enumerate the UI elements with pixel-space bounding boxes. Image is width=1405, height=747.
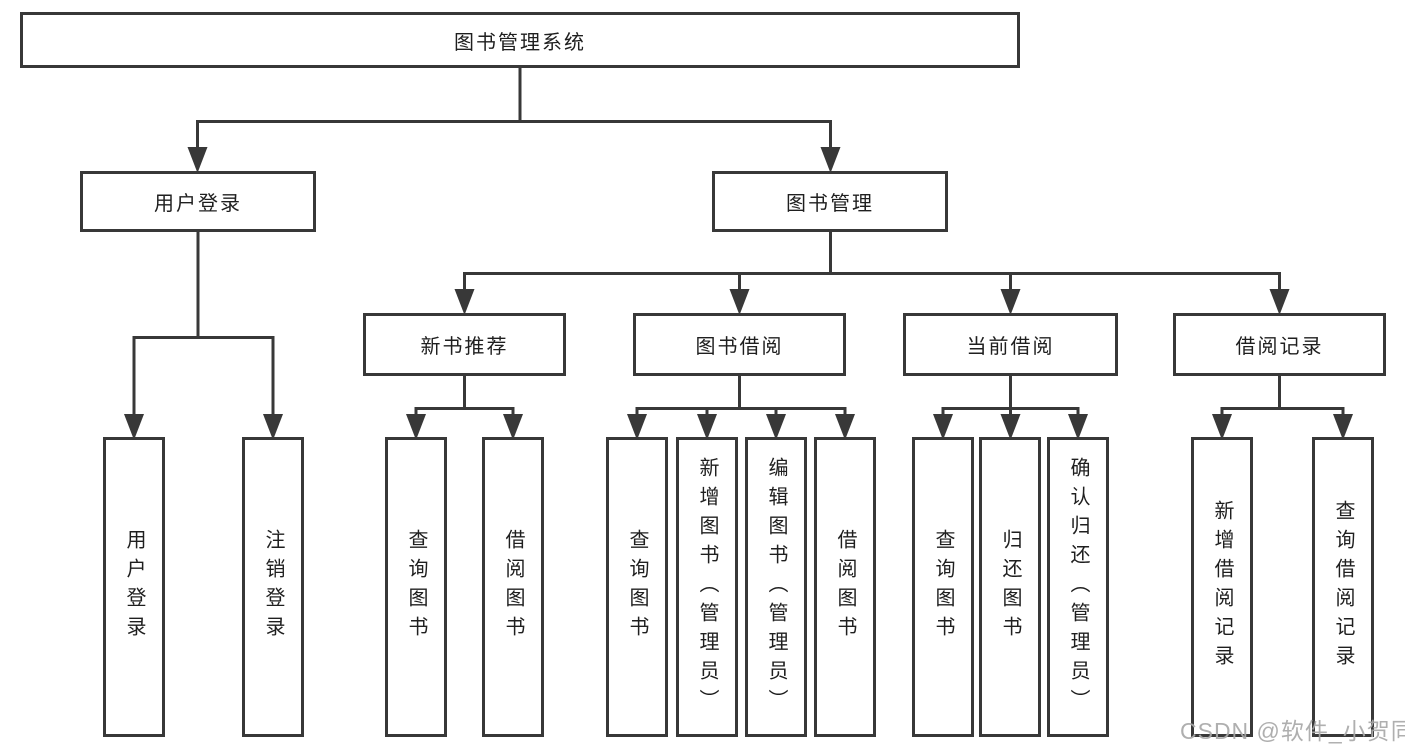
- connector-paths: [132, 66, 1345, 416]
- node-user-login: 用户登录: [80, 171, 316, 232]
- node-label: 当前借阅: [966, 336, 1055, 358]
- node-leaf-bb-borrow-books: 借阅图书: [814, 437, 876, 737]
- node-leaf-user-login: 用户登录: [103, 437, 165, 737]
- node-leaf-cb-query-books: 查询图书: [912, 437, 974, 737]
- node-label: 借阅记录: [1235, 336, 1324, 358]
- node-book-borrow: 图书借阅: [633, 313, 846, 376]
- node-label: 借阅图书: [834, 529, 856, 645]
- node-label: 用户登录: [123, 529, 145, 645]
- node-leaf-nb-query-books: 查询图书: [385, 437, 447, 737]
- node-leaf-bb-add-books-admin: 新增图书（管理员）: [676, 437, 738, 737]
- node-leaf-br-add-record: 新增借阅记录: [1191, 437, 1253, 737]
- node-label: 新增借阅记录: [1211, 500, 1233, 674]
- node-leaf-bb-query-books: 查询图书: [606, 437, 668, 737]
- node-label: 编辑图书（管理员）: [765, 456, 787, 718]
- node-label: 查询借阅记录: [1332, 500, 1354, 674]
- node-label: 查询图书: [626, 529, 648, 645]
- node-leaf-bb-edit-books-admin: 编辑图书（管理员）: [745, 437, 807, 737]
- node-label: 归还图书: [999, 529, 1021, 645]
- node-current-borrow: 当前借阅: [903, 313, 1118, 376]
- node-label: 新增图书（管理员）: [696, 456, 718, 718]
- node-label: 确认归还（管理员）: [1067, 456, 1089, 718]
- node-borrow-records: 借阅记录: [1173, 313, 1386, 376]
- watermark-csdn: CSDN @软件_小贺同学: [1180, 718, 1405, 744]
- node-root: 图书管理系统: [20, 12, 1020, 68]
- node-book-management: 图书管理: [712, 171, 948, 232]
- node-leaf-logout: 注销登录: [242, 437, 304, 737]
- node-new-book-recommend: 新书推荐: [363, 313, 566, 376]
- node-label: 用户登录: [154, 193, 242, 215]
- node-label: 借阅图书: [502, 529, 524, 645]
- node-label: 查询图书: [405, 529, 427, 645]
- node-label: 新书推荐: [420, 336, 509, 358]
- arrowheads: [124, 147, 1353, 440]
- node-leaf-cb-return-books: 归还图书: [979, 437, 1041, 737]
- node-leaf-cb-confirm-return-admin: 确认归还（管理员）: [1047, 437, 1109, 737]
- node-leaf-br-query-record: 查询借阅记录: [1312, 437, 1374, 737]
- node-label: 图书管理: [786, 193, 874, 215]
- node-label: 注销登录: [262, 529, 284, 645]
- node-label: 查询图书: [932, 529, 954, 645]
- node-label: 图书管理系统: [454, 31, 586, 54]
- node-leaf-nb-borrow-books: 借阅图书: [482, 437, 544, 737]
- node-label: 图书借阅: [695, 336, 784, 358]
